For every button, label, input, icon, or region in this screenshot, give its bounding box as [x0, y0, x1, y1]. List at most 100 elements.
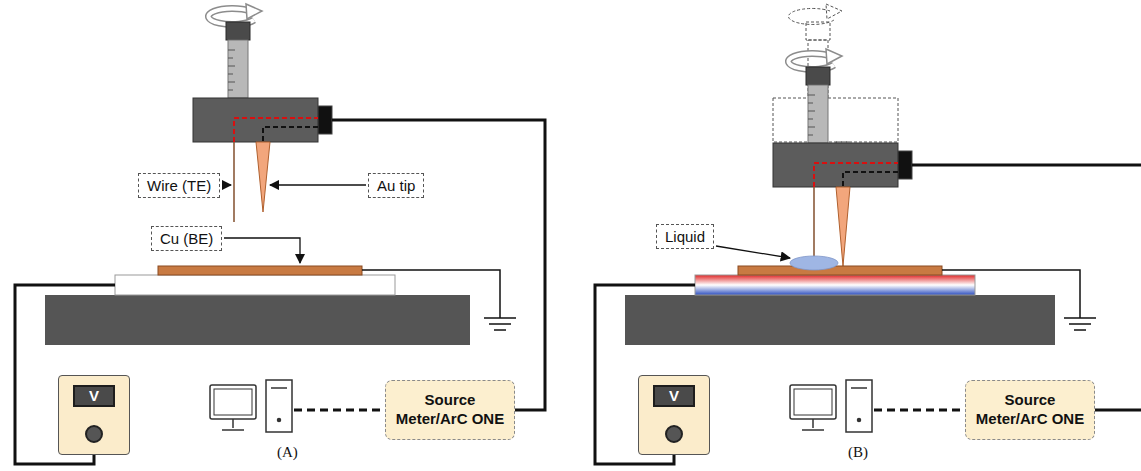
- computer-icon: [232, 419, 234, 428]
- computer-icon: [858, 419, 861, 422]
- node-label: Wire (TE): [147, 177, 211, 194]
- cable: [1095, 409, 1141, 412]
- node-label: Au tip: [377, 177, 415, 194]
- rotation-arrow: [826, 49, 842, 64]
- part-callout: Liquid: [656, 224, 714, 249]
- computer-icon: [802, 429, 824, 431]
- part-callout: Cu (BE): [151, 226, 222, 251]
- rotation-arrow: [246, 4, 262, 19]
- computer-icon: [790, 385, 836, 419]
- micrometer-ticks: [228, 50, 235, 90]
- node-label: Source Meter/ArC ONE: [392, 391, 508, 429]
- computer-icon: [266, 380, 292, 432]
- rotation-arrow: [208, 4, 262, 24]
- cu-electrode: [158, 266, 362, 275]
- panel-label: (A): [277, 444, 298, 461]
- internal-wire: [843, 172, 898, 187]
- internal-wire: [263, 127, 318, 142]
- connector: [898, 151, 912, 179]
- wire-electrode: [233, 142, 235, 222]
- ground-symbol: [494, 329, 506, 331]
- computer-icon: [210, 380, 292, 432]
- computer-icon: [222, 429, 244, 431]
- stage-plate: [45, 295, 470, 345]
- micrometer-ticks: [808, 95, 815, 96]
- micrometer-ticks: [808, 127, 815, 128]
- cu-electrode: [738, 266, 942, 275]
- meter-display: V: [653, 385, 695, 407]
- node-label: Liquid: [665, 228, 705, 245]
- peltier-substrate: [695, 275, 975, 295]
- micrometer-ticks: [228, 58, 233, 59]
- panel-label: (B): [848, 444, 868, 461]
- computer-icon: [846, 380, 872, 432]
- ground-symbol: [489, 323, 511, 325]
- micrometer-ticks: [228, 66, 235, 67]
- micrometer: [808, 85, 828, 143]
- micrometer-ticks: [228, 50, 235, 51]
- micrometer-ticks: [228, 82, 235, 83]
- leader-arrow: [270, 184, 366, 185]
- micrometer-ticks: [808, 111, 815, 112]
- leader-arrow: [716, 246, 790, 258]
- au-tip: [836, 187, 850, 266]
- micrometer-ticks: [228, 74, 233, 75]
- liquid-droplet: [790, 256, 838, 270]
- ghost-probe: [806, 22, 830, 40]
- stage-plate: [625, 295, 1055, 345]
- ground-symbol: [942, 270, 1080, 318]
- micrometer-ticks: [808, 103, 813, 104]
- micrometer: [228, 40, 248, 98]
- ghost-probe: [826, 4, 842, 19]
- micrometer-ticks: [808, 95, 815, 135]
- meter-knob: [85, 425, 103, 443]
- micrometer-ticks: [808, 119, 813, 120]
- ground-symbol: [1069, 323, 1091, 325]
- source-meter-box: Source Meter/ArC ONE: [385, 380, 515, 440]
- internal-wire: [814, 163, 898, 187]
- leader-arrow: [224, 238, 300, 263]
- ground-symbol: [362, 270, 500, 318]
- node-label: Source Meter/ArC ONE: [972, 391, 1088, 429]
- connector: [318, 106, 332, 134]
- computer-icon: [214, 389, 252, 415]
- computer-icon: [210, 385, 256, 419]
- panel-a-illustration: [15, 4, 545, 464]
- knob: [806, 67, 830, 85]
- voltmeter: V: [58, 375, 130, 455]
- ground-symbol: [484, 317, 516, 319]
- part-callout: Au tip: [368, 173, 424, 198]
- knob: [226, 22, 250, 40]
- computer-icon: [271, 387, 287, 389]
- data-link: [874, 409, 964, 412]
- computer-icon: [790, 380, 872, 432]
- cable: [332, 120, 545, 410]
- meter-knob: [665, 425, 683, 443]
- source-meter-box: Source Meter/ArC ONE: [965, 380, 1095, 440]
- cable: [912, 164, 1141, 167]
- node-label: Cu (BE): [160, 230, 213, 247]
- computer-icon: [851, 387, 867, 389]
- micrometer-ticks: [228, 90, 233, 91]
- data-link: [294, 409, 384, 412]
- computer-icon: [812, 419, 814, 428]
- voltmeter: V: [638, 375, 710, 455]
- computer-icon: [278, 419, 281, 422]
- ground-symbol: [942, 270, 1096, 330]
- probe-holder: [773, 143, 898, 187]
- au-tip: [256, 142, 270, 212]
- ground-symbol: [1074, 329, 1086, 331]
- internal-wire: [234, 118, 318, 142]
- wire-electrode: [813, 187, 815, 258]
- rotation-arrow: [788, 49, 842, 69]
- ghost-probe: [773, 98, 898, 142]
- leader-arrow: [222, 184, 231, 185]
- substrate: [115, 275, 395, 295]
- computer-icon: [794, 389, 832, 415]
- ground-symbol: [1064, 317, 1096, 319]
- part-callout: Wire (TE): [138, 173, 220, 198]
- ground-symbol: [362, 270, 516, 330]
- probe-holder: [193, 98, 318, 142]
